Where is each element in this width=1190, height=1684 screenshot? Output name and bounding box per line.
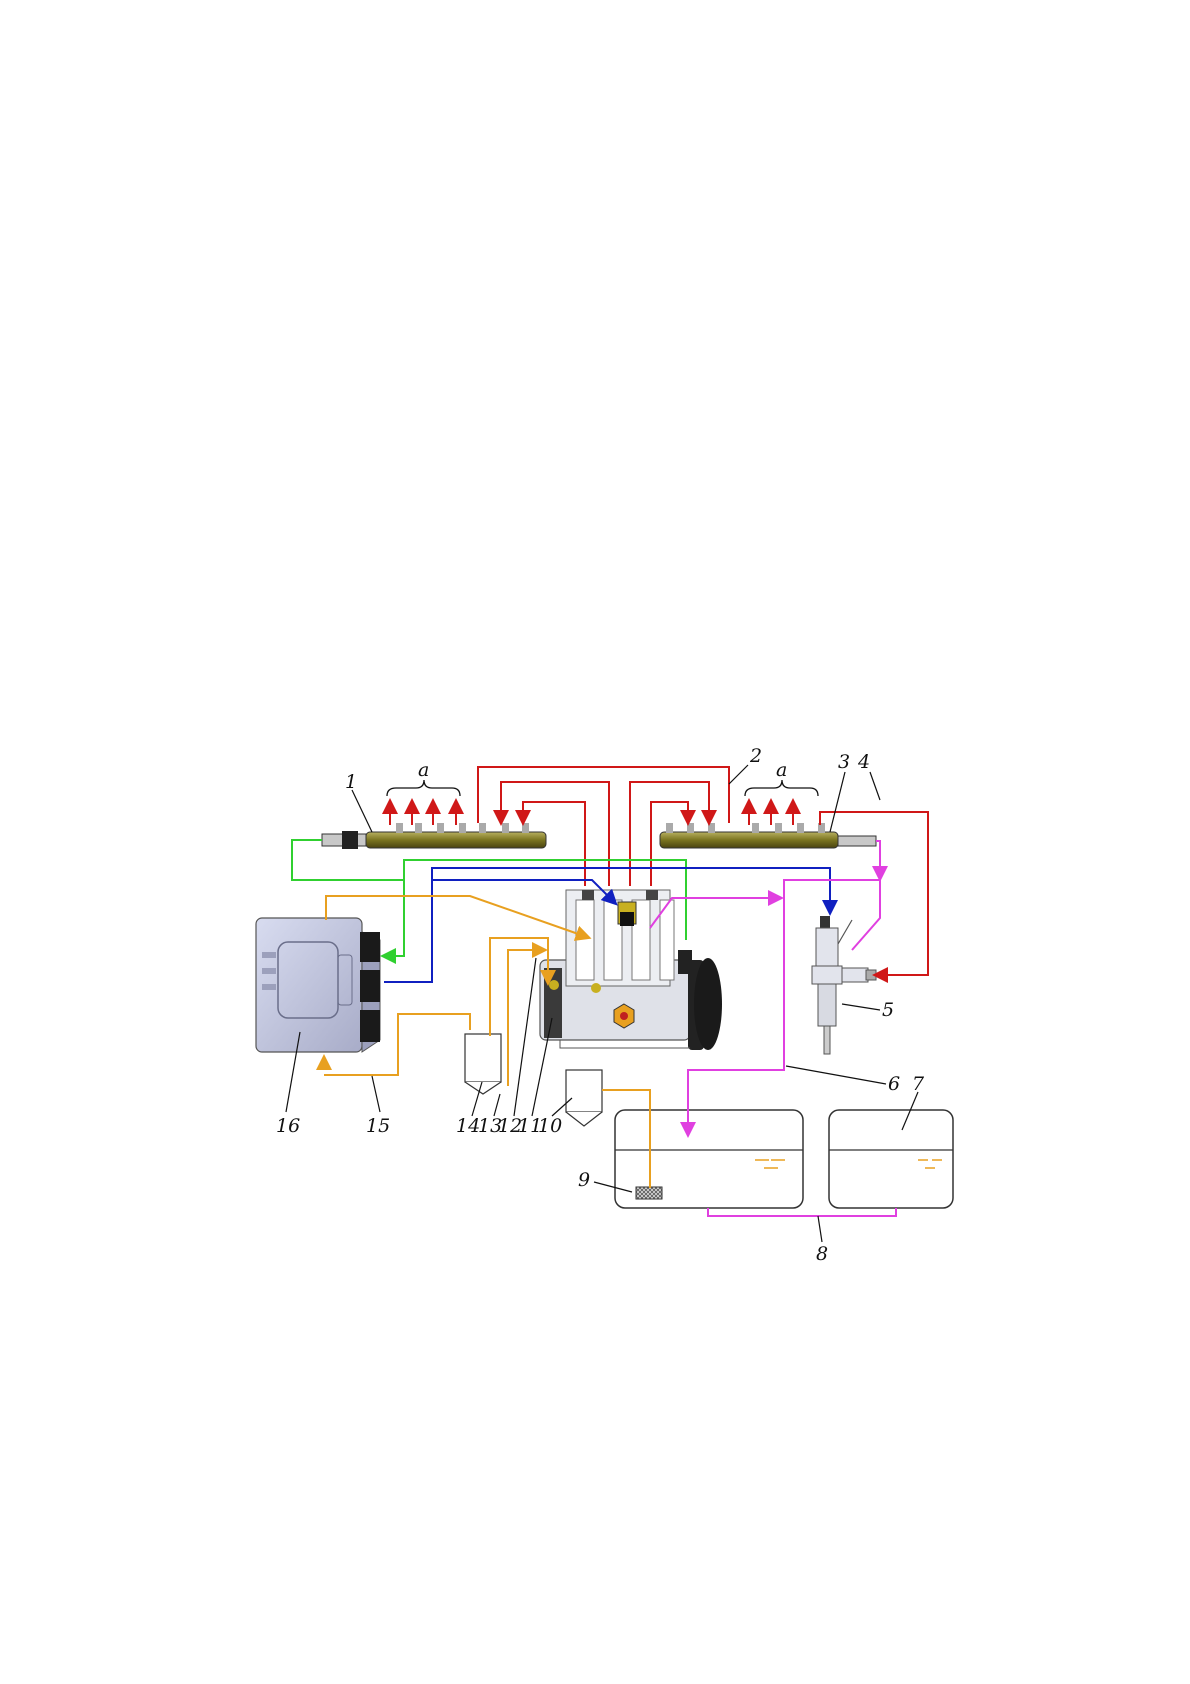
- label-4: 4: [857, 751, 870, 773]
- fuel-injector: [812, 916, 876, 1054]
- fuel-tank-auxiliary: [829, 1110, 953, 1208]
- brace-left: [387, 780, 460, 796]
- label-3: 3: [838, 751, 850, 773]
- label-16: 16: [276, 1115, 300, 1137]
- label-13: 13: [478, 1115, 502, 1137]
- fine-fuel-filter: [465, 1034, 501, 1094]
- label-8: 8: [816, 1243, 828, 1265]
- label-2: 2: [749, 745, 762, 767]
- label-5: 5: [882, 999, 894, 1021]
- label-6: 6: [888, 1073, 900, 1095]
- electronic-control-unit: [256, 918, 380, 1052]
- label-7: 7: [912, 1073, 925, 1095]
- label-a-right: a: [776, 759, 787, 781]
- fuel-intake-strainer: [636, 1187, 662, 1199]
- label-1: 1: [345, 771, 357, 793]
- label-14: 14: [456, 1115, 480, 1137]
- fuel-rail-right: [660, 823, 876, 848]
- label-9: 9: [578, 1169, 590, 1191]
- fuel-rail-left: [322, 823, 546, 849]
- high-pressure-fuel-pump: [540, 890, 722, 1050]
- label-15: 15: [366, 1115, 390, 1137]
- label-a-left: a: [418, 759, 429, 781]
- brace-right: [745, 780, 818, 796]
